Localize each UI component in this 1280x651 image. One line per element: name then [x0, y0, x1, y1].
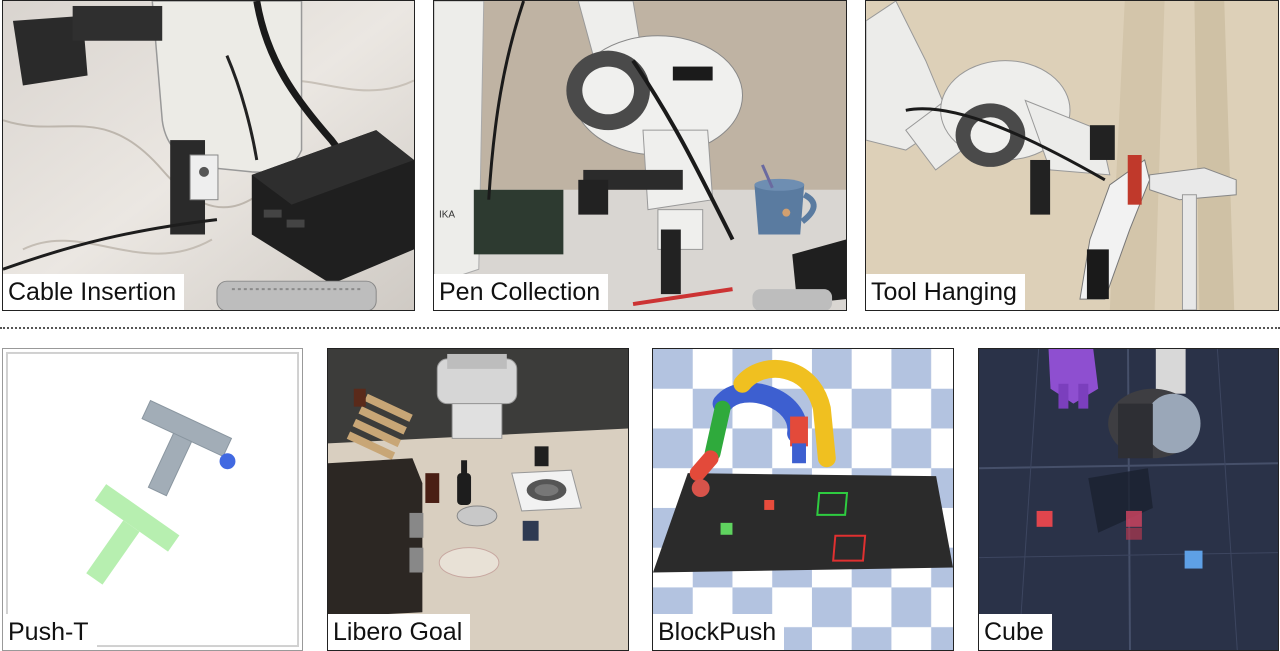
panel-blockpush: BlockPush	[652, 348, 954, 651]
caption-push-t: Push-T	[3, 614, 97, 650]
caption-pen-collection: Pen Collection	[434, 274, 609, 310]
caption-cable-insertion: Cable Insertion	[3, 274, 185, 310]
cable-insertion-image	[3, 1, 414, 310]
panel-push-t: Push-T	[2, 348, 303, 651]
libero-goal-image	[328, 349, 628, 650]
panel-cube: Cube	[978, 348, 1279, 651]
push-t-image	[3, 349, 302, 650]
row-divider	[0, 327, 1280, 329]
panel-cable-insertion: Cable Insertion	[2, 0, 415, 311]
panel-tool-hanging: Tool Hanging	[865, 0, 1279, 311]
caption-tool-hanging: Tool Hanging	[866, 274, 1025, 310]
pen-collection-image: IKA	[434, 1, 846, 310]
panel-pen-collection: IKA Pen Collection	[433, 0, 847, 311]
cube-image	[979, 349, 1278, 650]
caption-blockpush: BlockPush	[653, 614, 785, 650]
caption-cube: Cube	[979, 614, 1052, 650]
caption-libero-goal: Libero Goal	[328, 614, 471, 650]
tool-hanging-image	[866, 1, 1278, 310]
panel-libero-goal: Libero Goal	[327, 348, 629, 651]
svg-text:IKA: IKA	[439, 210, 455, 221]
blockpush-image	[653, 349, 953, 650]
